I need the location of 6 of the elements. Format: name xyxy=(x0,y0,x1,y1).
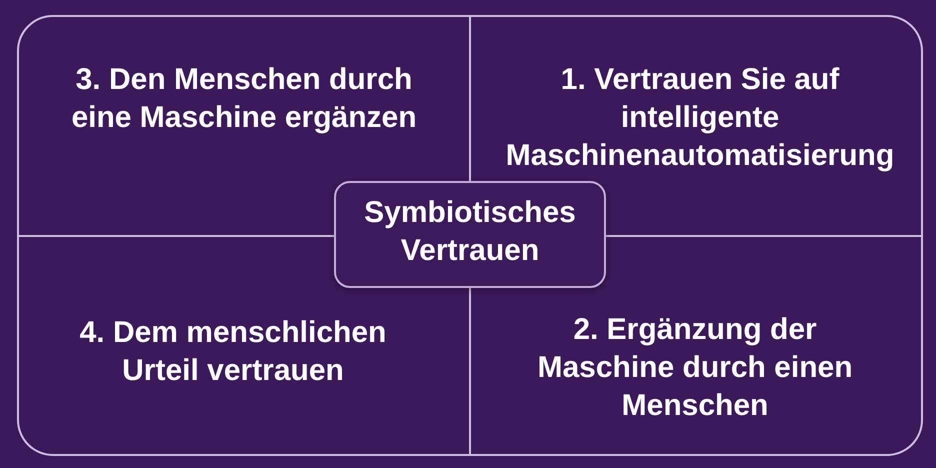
center-box xyxy=(334,181,606,288)
quadrant-label: 1. Vertrauen Sie auf intelligente Maschinenautomatisierung xyxy=(504,62,896,174)
quadrant-label: 4. Dem menschlichen Urteil vertrauen xyxy=(78,315,388,389)
center-title: Symbiotisches Vertrauen xyxy=(363,195,577,269)
quadrant-label: 2. Ergänzung der Maschine durch einen Menschen xyxy=(536,312,854,424)
quadrant-label: 3. Den Menschen durch eine Maschine ergänzen xyxy=(70,62,418,136)
